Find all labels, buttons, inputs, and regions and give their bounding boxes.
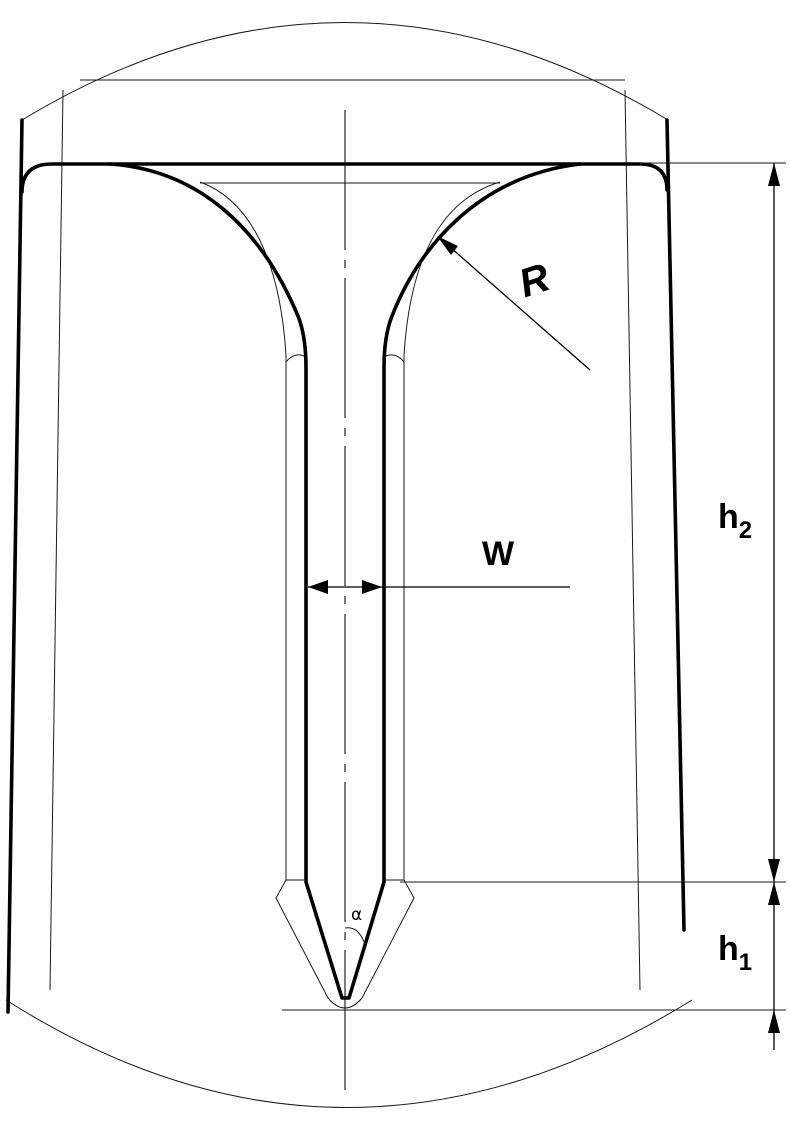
angle-arc [344, 927, 365, 943]
width-arrow-right [362, 580, 382, 594]
outer-top-arc [21, 22, 669, 121]
h1-arrow-bottom [768, 1010, 780, 1033]
outer-wall-right [665, 118, 686, 932]
groove-inner-profile-left [199, 181, 363, 1009]
outer-wall-left [6, 118, 24, 1014]
groove-inner-cap-left [285, 354, 305, 363]
h2-subscript: 2 [739, 517, 752, 544]
angle-label: α [351, 905, 362, 925]
h1-label: h1 [718, 930, 752, 976]
top-shoulder [20, 162, 669, 194]
width-label: W [482, 535, 515, 573]
h1-subscript: 1 [739, 949, 752, 976]
h2-arrow-top [768, 163, 780, 186]
h2-arrow-bottom [768, 859, 780, 882]
radius-arrowhead [437, 236, 458, 255]
h1-arrow-top [768, 882, 780, 905]
inner-edge-left [49, 89, 64, 991]
groove-inner-cap-right [385, 354, 405, 363]
radius-leader-line [441, 239, 591, 371]
width-arrow-left [308, 580, 328, 594]
h2-label: h2 [718, 498, 752, 544]
radius-label: R [514, 255, 555, 306]
outer-bottom-arc [5, 999, 693, 1108]
inner-edge-right [624, 89, 641, 991]
